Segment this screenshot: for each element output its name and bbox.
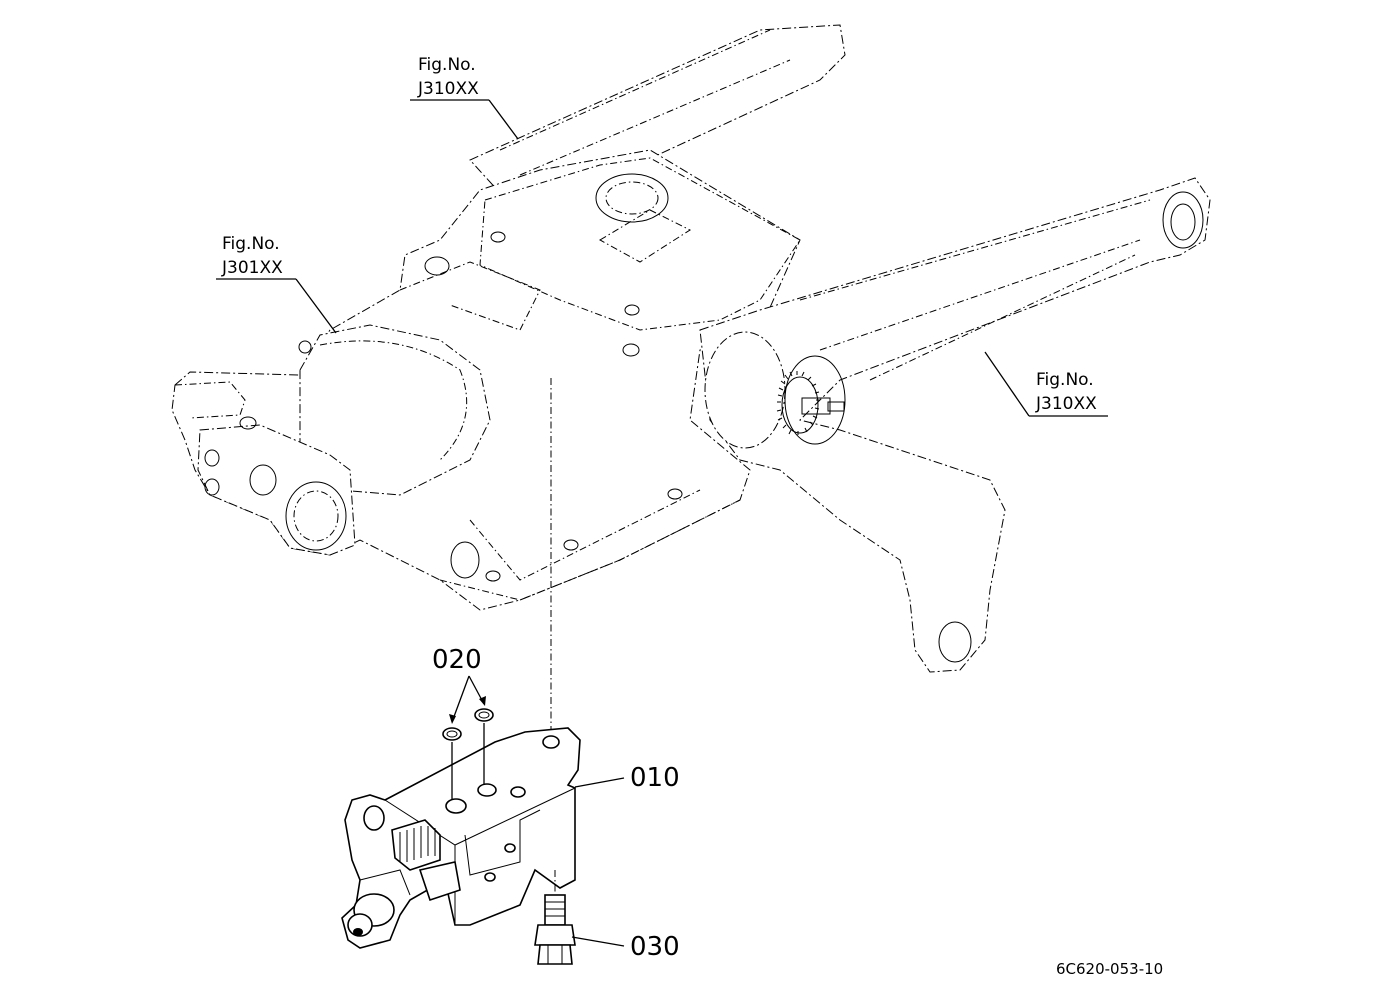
control-valve-part-010	[341, 727, 581, 949]
part-number-020: 020	[432, 645, 482, 675]
o-rings-part-020	[442, 708, 494, 800]
bolt-part-030	[534, 870, 576, 965]
reference-callout-right: Fig.No. J310XX	[984, 351, 1108, 417]
reference-label-top: Fig.No.	[418, 55, 476, 75]
reference-number-right: J310XX	[1035, 394, 1097, 414]
reference-number-left: J301XX	[221, 258, 283, 278]
part-callout-030: 030	[571, 932, 680, 962]
reference-callout-top: Fig.No. J310XX	[410, 55, 519, 140]
reference-number-top: J310XX	[417, 79, 479, 99]
part-callout-010: 010	[574, 763, 680, 793]
reference-label-right: Fig.No.	[1036, 370, 1094, 390]
hydraulic-housing-phantom	[171, 24, 1211, 673]
part-callout-020: 020	[432, 645, 486, 724]
part-number-030: 030	[630, 932, 680, 962]
part-number-010: 010	[630, 763, 680, 793]
reference-label-left: Fig.No.	[222, 234, 280, 254]
figure-code: 6C620-053-10	[1056, 960, 1163, 978]
reference-callout-left: Fig.No. J301XX	[216, 234, 337, 334]
